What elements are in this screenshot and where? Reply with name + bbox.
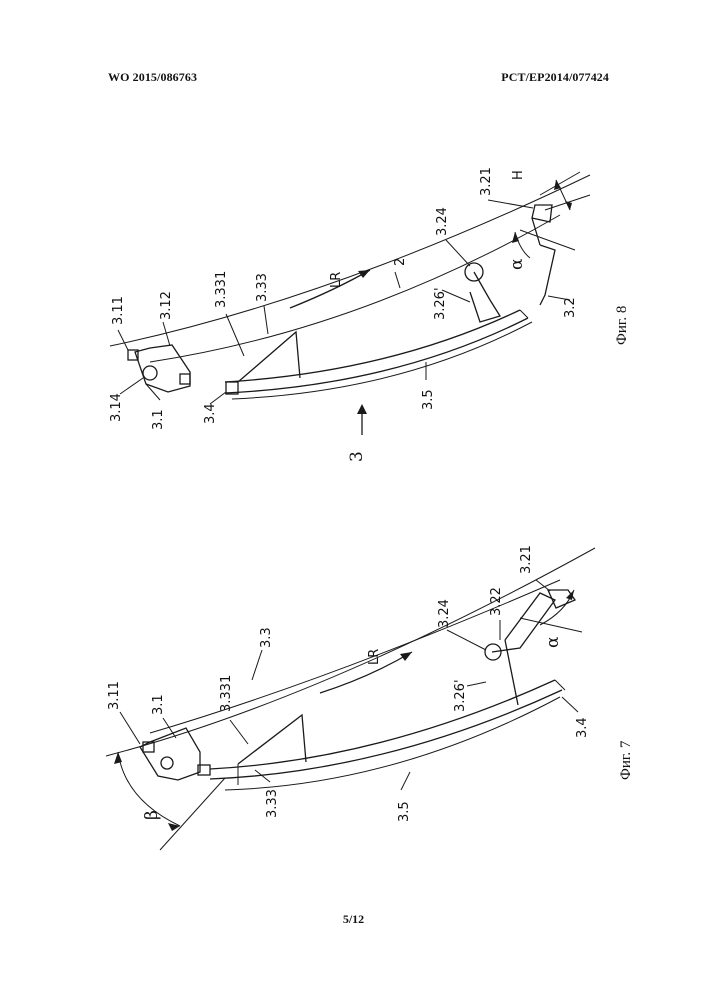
leader-3-331 [230,720,248,744]
label-beta: β [142,810,162,820]
label-alpha: α [543,636,563,648]
figure-7-caption: Фиг. 7 [618,740,634,780]
pivot-hole [161,757,173,769]
head-bracket-3-1 [140,728,200,780]
label-3-331: 3.331 [219,675,234,712]
label-3-12: 3.12 [159,291,174,320]
insert-3-11 [143,742,154,752]
leader-3-21 [488,200,533,208]
link-3-2 [540,245,555,305]
leader-3-331 [226,314,244,356]
blade-tip [555,680,565,690]
dim-line-h-1 [540,172,580,195]
label-alpha: α [507,258,527,270]
leader-3-24 [447,630,486,650]
label-3-331: 3.331 [214,271,229,308]
h-arrowhead-2 [565,201,572,210]
label-3-5: 3.5 [421,389,436,410]
arm [470,272,500,322]
label-3-14: 3.14 [109,393,124,422]
leader-3-24 [446,240,470,266]
label-3-21: 3.21 [479,167,494,196]
leader-3-11 [120,712,140,744]
label-3-24: 3.24 [437,599,452,628]
leader-3-14 [120,378,143,394]
leader-2 [395,272,400,288]
label-3: 3 [347,451,367,462]
reference-line-beta [160,778,225,850]
label-lr: LR [329,272,344,288]
figure-7: 3.11 3.1 3.331 3.3 LR 3.24 3.22 3.21 3.2… [106,545,634,850]
alpha-ref-line [520,618,582,632]
figure-8-caption: Фиг. 8 [614,306,630,345]
wedge-3-33 [238,715,306,764]
lr-arrowhead [400,652,412,661]
head-bracket-3-1 [135,345,190,392]
label-3-33: 3.33 [265,789,280,818]
lr-arrowhead [358,270,370,278]
lr-direction-arrow [320,652,412,693]
pivot-3-14 [143,366,157,380]
label-3-5: 3.5 [397,801,412,822]
label-3-1: 3.1 [151,409,166,430]
blade-inner-edge [225,318,528,393]
leader-3-11 [118,330,128,350]
alpha-arrowhead [566,590,574,600]
label-h: H [511,170,526,180]
inner-contour [150,215,560,362]
wedge-3-33 [238,332,300,382]
blade-outer-edge [225,310,520,382]
leader-3-33 [264,306,268,334]
label-3-4: 3.4 [203,403,218,424]
label-3-22: 3.22 [489,587,504,616]
label-3-3: 3.3 [259,627,274,648]
blade-strip-3-5 [232,322,532,399]
label-3-1: 3.1 [151,694,166,715]
arm-link [532,218,540,245]
blade-tip [520,310,528,318]
label-3-33: 3.33 [255,273,270,302]
blade-inner-edge [210,690,562,779]
bracket-block [180,374,190,384]
label-3-2: 3.2 [563,297,578,318]
blade-strip-3-5 [225,697,560,790]
leader-3-26p [467,682,486,686]
label-3-4: 3.4 [575,717,590,738]
page-number: 5/12 [0,912,707,927]
label-3-11: 3.11 [111,296,126,325]
label-3-24: 3.24 [435,207,450,236]
rotor-path-line [106,548,595,756]
assembly-arrowhead [357,404,367,414]
label-3-21: 3.21 [519,545,534,574]
leader-3-3 [252,650,262,680]
leader-3-4 [210,392,226,404]
leader-3-4 [562,697,578,712]
label-3-11: 3.11 [107,681,122,710]
tip-3-21 [532,205,552,222]
label-2: 2 [393,258,408,266]
label-3-26p: 3.26' [433,287,448,320]
leader-3-5 [401,772,410,790]
label-lr: LR [367,649,382,665]
label-3-26p: 3.26' [453,679,468,712]
figure-8: 3.11 3.12 3.14 3.1 3.4 3.331 3.33 LR 2 3… [109,167,630,462]
